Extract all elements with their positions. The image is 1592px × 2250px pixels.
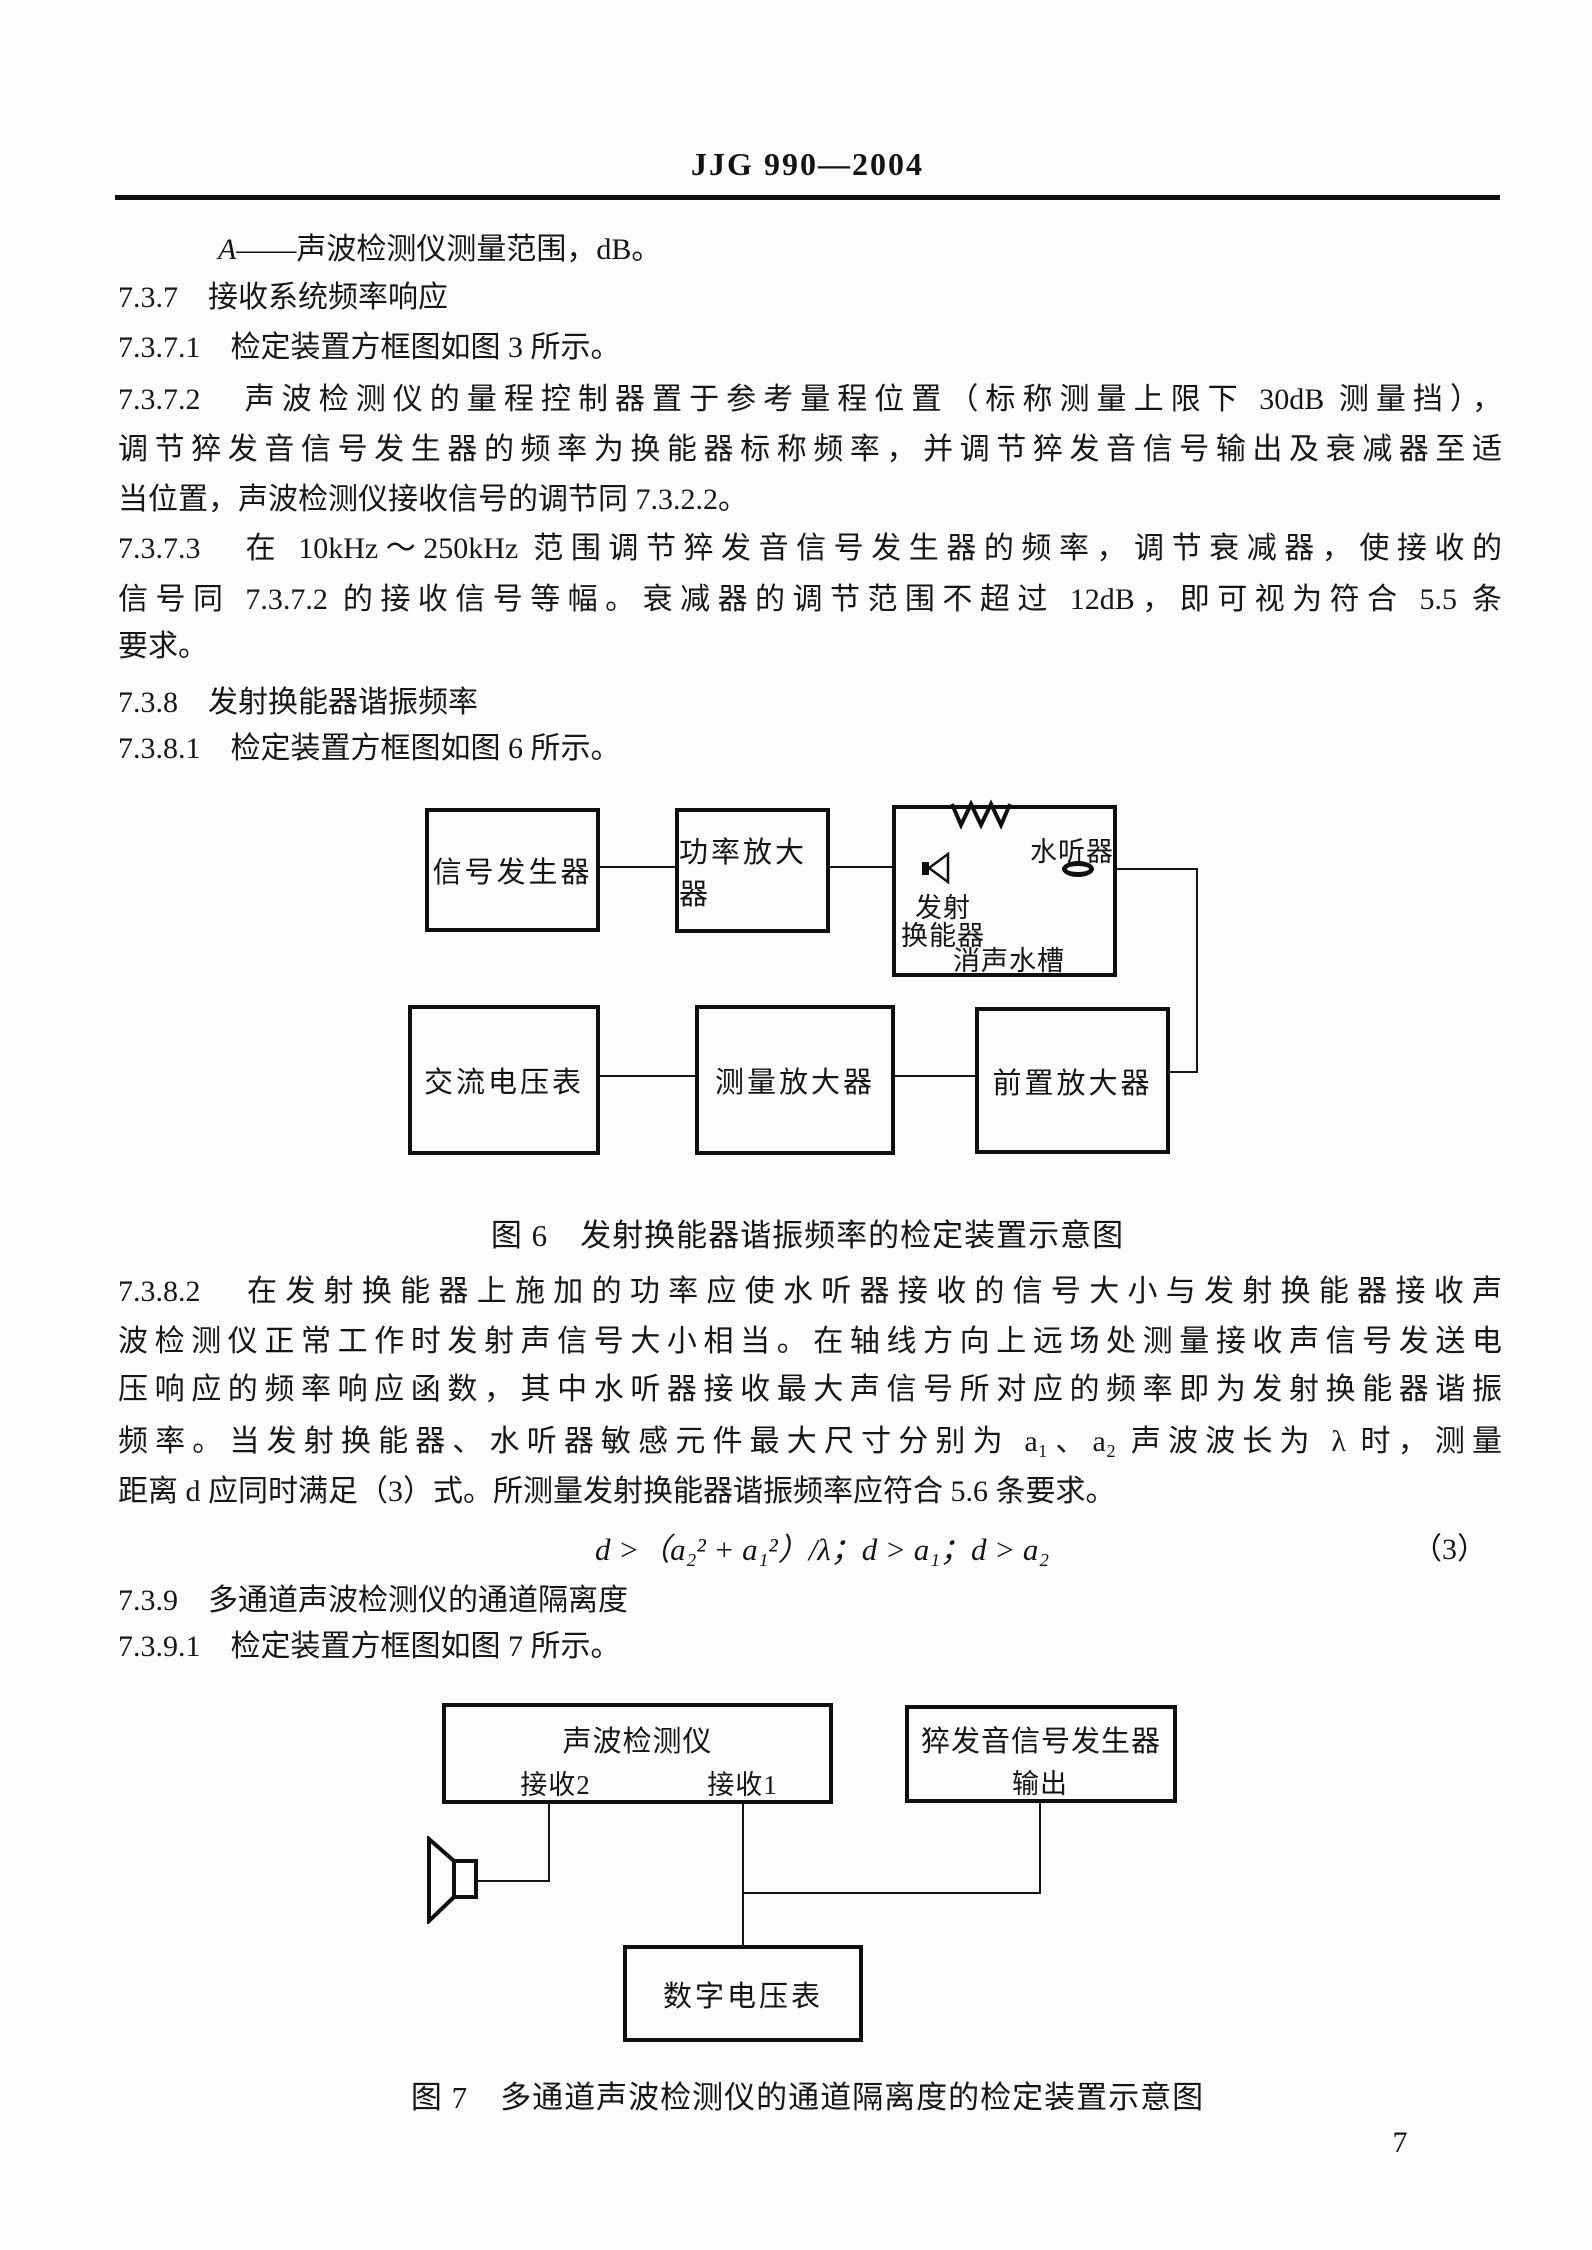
connector-down-to-preamp: [1196, 868, 1198, 1073]
digital-voltmeter-box: 数字电压表: [623, 1945, 863, 2042]
transmit-transducer-label-1: 发射: [915, 893, 971, 923]
acoustic-detector-title: 声波检测仪: [562, 1726, 713, 1758]
measuring-amplifier-box: 测量放大器: [695, 1005, 895, 1155]
ac-voltmeter-box: 交流电压表: [408, 1005, 600, 1155]
section-7-3-8: 7.3.8 发射换能器谐振频率: [118, 686, 478, 719]
signal-generator-box: 信号发生器: [425, 808, 600, 932]
burst-generator-title: 猝发音信号发生器: [920, 1726, 1161, 1758]
definition-line: A——声波检测仪测量范围，dB。: [218, 233, 662, 266]
digital-voltmeter-label: 数字电压表: [662, 1980, 823, 2013]
ac-voltmeter-label: 交流电压表: [423, 1067, 584, 1099]
measuring-amplifier-label: 测量放大器: [714, 1067, 875, 1099]
power-amplifier-box: 功率放大器: [675, 808, 830, 933]
section-7-3-7: 7.3.7 接收系统频率响应: [118, 281, 448, 314]
power-amplifier-label: 功率放大器: [679, 836, 808, 911]
para-7-3-8-2-line4: 频率。当发射换能器、水听器敏感元件最大尺寸分别为 a₁、a₂ 声波波长为 λ 时…: [118, 1425, 1502, 1458]
page-number: 7: [1392, 2126, 1408, 2159]
page-header: JJG 990—2004: [691, 146, 924, 182]
generator-output-label: 输出: [1012, 1769, 1068, 1799]
transducer-speaker-icon: [922, 851, 950, 885]
connector-hydrophone-out: [1092, 868, 1198, 870]
preamplifier-box: 前置放大器: [975, 1007, 1170, 1154]
section-7-3-9-1: 7.3.9.1 检定装置方框图如图 7 所示。: [118, 1630, 621, 1663]
section-7-3-9: 7.3.9 多通道声波检测仪的通道隔离度: [118, 1584, 628, 1617]
detector-port1-label: 接收1: [707, 1770, 778, 1800]
connector-poweramp-transducer: [830, 866, 924, 868]
connector-into-preamp: [1170, 1071, 1198, 1073]
para-7-3-7-2-line2: 调节猝发音信号发生器的频率为换能器标称频率，并调节猝发音信号输出及衰减器至适: [118, 433, 1502, 466]
detector-port2-label: 接收2: [520, 1770, 591, 1800]
header-rule: [115, 195, 1500, 200]
para-7-3-7-3-line3: 要求。: [118, 630, 208, 663]
connector-speaker-line: [478, 1880, 550, 1882]
anechoic-tank-label: 消声水槽: [953, 946, 1065, 976]
figure7-caption: 图 7 多通道声波检测仪的通道隔离度的检定装置示意图: [410, 2080, 1205, 2115]
anechoic-tank-box: [892, 805, 1117, 977]
connector-siggen-poweramp: [600, 866, 675, 868]
connector-output-junction: [742, 1892, 1041, 1894]
para-7-3-8-2-line1: 7.3.8.2 在发射换能器上施加的功率应使水听器接收的信号大小与发射换能器接收…: [118, 1275, 1502, 1308]
formula-3: d >（a₂² + a₁²）/λ；d > a₁；d > a₂: [595, 1532, 1050, 1567]
para-7-3-8-2-line5: 距离 d 应同时满足（3）式。所测量发射换能器谐振频率应符合 5.6 条要求。: [118, 1475, 1116, 1508]
formula-3-number: （3）: [1412, 1533, 1487, 1566]
connector-port2-down: [548, 1803, 550, 1882]
para-7-3-7-2-line1: 7.3.7.2 声波检测仪的量程控制器置于参考量程位置（标称测量上限下 30dB…: [118, 383, 1502, 416]
connector-output-down: [1039, 1803, 1041, 1894]
water-surface-icon: [950, 799, 1012, 830]
burst-generator-box: [905, 1705, 1177, 1803]
signal-generator-label: 信号发生器: [432, 857, 593, 889]
para-7-3-7-3-line1: 7.3.7.3 在 10kHz～250kHz 范围调节猝发音信号发生器的频率，调…: [118, 532, 1502, 565]
section-7-3-8-1: 7.3.8.1 检定装置方框图如图 6 所示。: [118, 732, 621, 765]
connector-measamp-preamp: [895, 1075, 975, 1077]
hydrophone-icon: [1062, 861, 1094, 877]
preamplifier-label: 前置放大器: [992, 1067, 1153, 1100]
para-7-3-7-2-line3: 当位置，声波检测仪接收信号的调节同 7.3.2.2。: [118, 483, 748, 516]
speaker-icon: [427, 1836, 478, 1924]
transmit-transducer-label-2: 换能器: [901, 921, 985, 951]
section-7-3-7-1: 7.3.7.1 检定装置方框图如图 3 所示。: [118, 331, 621, 364]
connector-voltmeter-measamp: [600, 1075, 695, 1077]
figure6-caption: 图 6 发射换能器谐振频率的检定装置示意图: [490, 1218, 1125, 1253]
para-7-3-7-3-line2: 信号同 7.3.7.2 的接收信号等幅。衰减器的调节范围不超过 12dB，即可视…: [118, 583, 1502, 616]
connector-port1-down: [742, 1803, 744, 1945]
acoustic-detector-box: [442, 1703, 833, 1804]
para-7-3-8-2-line3: 压响应的频率响应函数，其中水听器接收最大声信号所对应的频率即为发射换能器谐振: [118, 1373, 1502, 1406]
para-7-3-8-2-line2: 波检测仪正常工作时发射声信号大小相当。在轴线方向上远场处测量接收声信号发送电: [118, 1325, 1502, 1358]
